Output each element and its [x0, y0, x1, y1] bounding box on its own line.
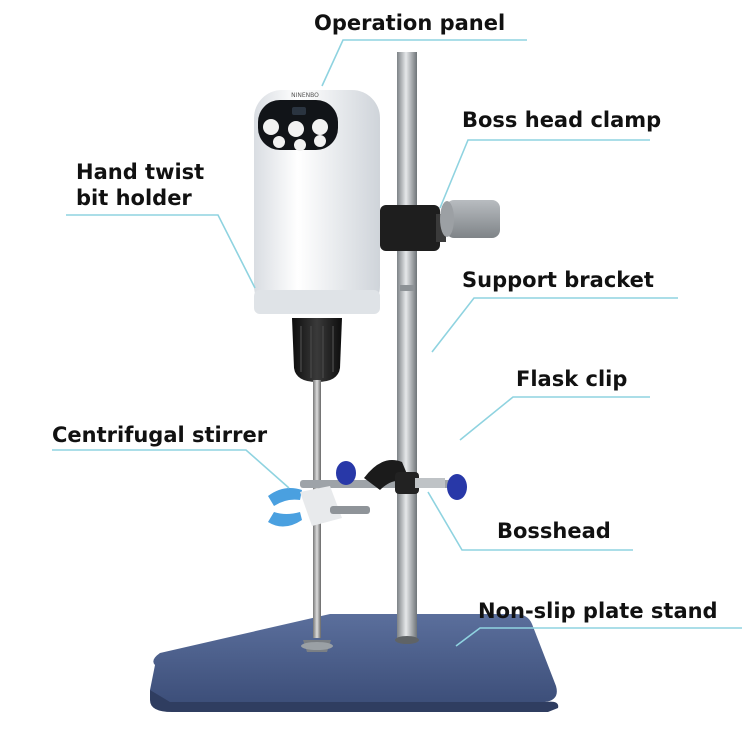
label-hand-twist-line2: bit holder	[76, 186, 192, 210]
flask-clip	[268, 461, 467, 527]
label-boss-head-clamp: Boss head clamp	[462, 108, 662, 132]
support-rod	[395, 52, 419, 644]
brand-text: NINENBO	[291, 92, 319, 99]
label-non-slip-plate-stand: Non-slip plate stand	[478, 599, 718, 623]
leader-flask-clip	[459, 396, 650, 441]
hand-twist-bit-holder	[292, 318, 342, 382]
leader-hand-twist	[66, 214, 256, 289]
label-support-bracket: Support bracket	[462, 268, 654, 292]
operation-panel	[258, 100, 338, 151]
label-centrifugal-stirrer: Centrifugal stirrer	[52, 423, 268, 447]
leader-centrifugal-stirrer	[52, 449, 290, 489]
leader-bosshead	[427, 491, 633, 551]
bosshead	[364, 460, 445, 494]
non-slip-plate-stand	[150, 614, 559, 712]
label-operation-panel: Operation panel	[314, 11, 506, 35]
leader-boss-head-clamp	[439, 139, 650, 209]
leader-non-slip-plate	[455, 627, 742, 647]
leader-support-bracket	[431, 297, 678, 353]
leader-operation-panel	[321, 39, 527, 87]
label-hand-twist-line1: Hand twist	[76, 160, 205, 184]
label-hand-twist-bit-holder: Hand twist bit holder	[76, 159, 204, 211]
leader-lines	[52, 39, 742, 647]
label-bosshead: Bosshead	[497, 519, 611, 543]
boss-head-clamp	[380, 200, 500, 251]
motor-housing: NINENBO	[254, 90, 380, 314]
label-flask-clip: Flask clip	[516, 367, 628, 391]
